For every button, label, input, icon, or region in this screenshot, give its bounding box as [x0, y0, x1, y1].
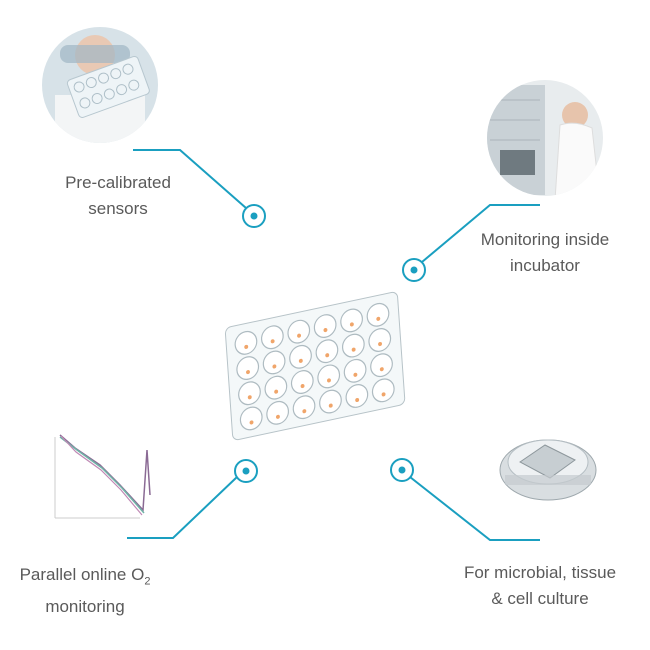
feature-label-pre-calibrated: Pre-calibrated sensors	[48, 170, 188, 222]
culture-device-photo	[499, 439, 597, 501]
marker-icon-bottom-right	[390, 458, 414, 482]
marker-icon-bottom-left	[234, 459, 258, 483]
feature-label-incubator: Monitoring inside incubator	[460, 227, 630, 279]
label-line: Monitoring inside	[480, 230, 610, 249]
connector-line-bottom-right	[409, 476, 540, 541]
connector-line-top-left	[133, 149, 247, 209]
label-line: monitoring	[45, 597, 125, 617]
subscript: 2	[144, 575, 151, 588]
feature-label-o2-monitoring: Parallel online O2 monitoring	[5, 562, 165, 620]
label-line: & cell culture	[491, 589, 589, 608]
connector-line-bottom-left	[127, 476, 238, 539]
label-line: incubator	[510, 256, 580, 275]
24-well-sensor-plate	[224, 291, 406, 441]
label-line: sensors	[88, 199, 148, 218]
feature-label-culture: For microbial, tissue & cell culture	[440, 560, 640, 612]
label-line: For microbial, tissue	[463, 563, 617, 582]
oxygen-curve-chart	[54, 434, 151, 519]
connector-line-top-right	[421, 204, 540, 263]
marker-icon-top-right	[402, 258, 426, 282]
label-line: Pre-calibrated	[65, 173, 171, 192]
label-text: Parallel online O	[19, 565, 145, 584]
marker-icon-top-left	[242, 204, 266, 228]
incubator-photo	[487, 80, 603, 196]
label-line: Parallel online O2	[5, 562, 165, 594]
lab-worker-holding-plate-photo	[42, 27, 158, 143]
